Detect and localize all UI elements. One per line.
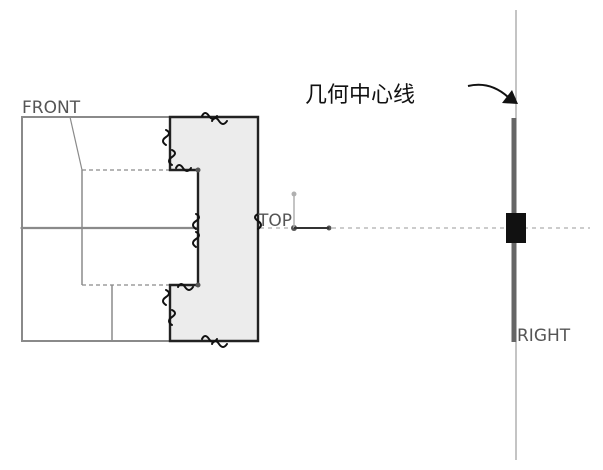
top-plane-label: TOP [257,211,292,231]
top-plane-marker[interactable] [291,191,330,229]
right-plane-label: RIGHT [517,326,571,346]
vertex-points[interactable] [195,167,332,288]
centerline-annotation-label: 几何中心线 [305,83,415,108]
sketch-profile[interactable] [168,115,260,343]
constraint-symbols[interactable] [162,112,262,348]
annotation-arrowhead [502,90,518,104]
front-plane-label: FRONT [22,98,81,118]
centerline-handle[interactable] [506,213,526,243]
annotation-leader [467,83,509,98]
